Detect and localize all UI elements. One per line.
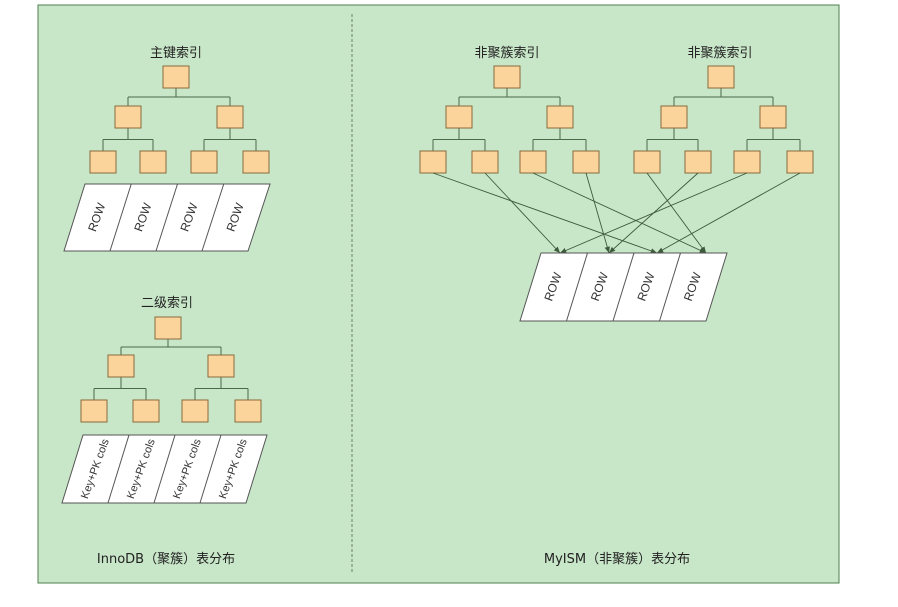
leaf-node xyxy=(242,150,270,174)
row-divider xyxy=(109,183,132,252)
leaf-node xyxy=(519,150,547,174)
row-pointer-arrow xyxy=(656,172,801,254)
root-node xyxy=(707,65,735,89)
leaf-node xyxy=(684,150,712,174)
root-node xyxy=(162,65,190,89)
row-divider xyxy=(566,252,588,322)
leaf-node xyxy=(471,150,499,174)
leaf-node xyxy=(733,150,761,174)
root-node xyxy=(154,316,182,340)
secondary-index-title: 二级索引 xyxy=(141,296,193,311)
primary-index-tree xyxy=(89,65,270,174)
branch-node xyxy=(216,105,244,129)
primary-index-title: 主键索引 xyxy=(150,46,202,61)
leaf-node xyxy=(181,399,209,423)
branch-node xyxy=(546,105,574,129)
row-divider xyxy=(155,183,178,252)
innodb-caption: InnoDB（聚簇）表分布 xyxy=(97,552,235,567)
branch-node xyxy=(107,354,135,378)
row-divider xyxy=(659,252,681,322)
row-pointer-arrow xyxy=(585,172,610,254)
row-divider xyxy=(612,252,635,322)
branch-node xyxy=(660,105,688,129)
leaf-node xyxy=(419,150,447,174)
leaf-node xyxy=(80,399,108,423)
branch-node xyxy=(207,354,235,378)
branch-node xyxy=(114,105,142,129)
row-divider xyxy=(153,434,176,504)
leaf-node xyxy=(89,150,117,174)
leaf-node xyxy=(572,150,600,174)
row-divider xyxy=(201,183,225,252)
nonclustered-index-title-2: 非聚簇索引 xyxy=(687,46,752,61)
nonclustered-index-title-1: 非聚簇索引 xyxy=(474,46,539,61)
leaf-node xyxy=(234,399,262,423)
row-pointer-arrow xyxy=(484,172,561,254)
row-pointer-arrow xyxy=(646,172,707,254)
leaf-node xyxy=(139,150,167,174)
branch-node xyxy=(445,105,473,129)
secondary-index-tree xyxy=(80,316,262,423)
row-divider xyxy=(199,434,222,504)
myisam-caption: MyISM（非聚簇）表分布 xyxy=(544,552,690,567)
row-pointer-arrow xyxy=(559,172,748,254)
leaf-node xyxy=(190,150,218,174)
row-pointer-arrow xyxy=(532,172,707,254)
leaf-node xyxy=(786,150,814,174)
root-node xyxy=(493,65,521,89)
leaf-to-row-pointers xyxy=(432,172,801,254)
row-pointer-arrow xyxy=(432,172,658,254)
leaf-node xyxy=(132,399,160,423)
leaf-node xyxy=(633,150,661,174)
row-divider xyxy=(107,434,130,504)
branch-node xyxy=(759,105,787,129)
nonclustered-index-tree-2 xyxy=(633,65,814,174)
